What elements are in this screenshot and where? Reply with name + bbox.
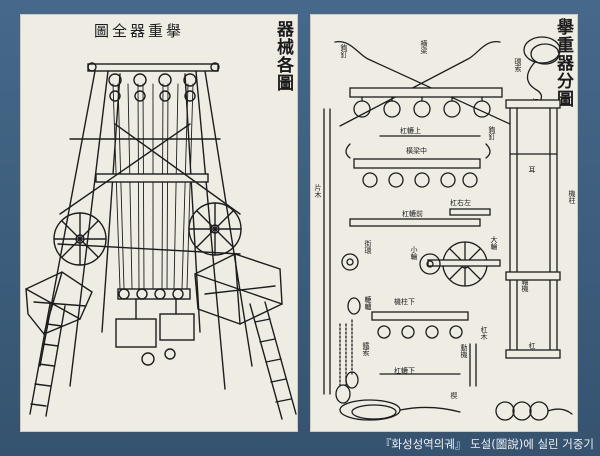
- label-rope-lower: 杠轆下: [394, 367, 415, 375]
- crane-parts-drawing: [323, 36, 573, 421]
- label-side-post: 機柱: [568, 190, 576, 204]
- label-bottom: 楔: [450, 392, 458, 399]
- label-frame-leg: 軸機: [521, 278, 529, 292]
- label-crossbar-upper: 杠轆上: [400, 127, 421, 135]
- label-post-bottom: 杠木: [480, 326, 488, 340]
- label-wheel: 大輪: [490, 236, 498, 250]
- label-crossbar: 横梁: [420, 40, 428, 54]
- label-small-wheel: 小輪: [410, 246, 418, 260]
- crane-parts-panel: 擧重器分圖 環索 鉤釘 横梁 杠轆上 橫梁中 鉤釘 片木 杠轆前 杠右左 杠 機…: [310, 14, 578, 432]
- label-rope-coil: 街環: [364, 240, 372, 254]
- left-horizontal-title: 圖全器重擧: [94, 22, 185, 40]
- label-sling: 機柱下: [394, 298, 415, 306]
- label-upper-beam: 杠轆前: [402, 210, 423, 218]
- label-ring-rope: 環索: [514, 58, 522, 72]
- label-pulley: 轆轤: [364, 296, 372, 310]
- label-pillar: 耳: [528, 166, 536, 173]
- label-iron-rope: 鐵索: [362, 342, 370, 356]
- left-vertical-title: 器械各圖: [273, 20, 293, 92]
- label-post-feet: 杠夾: [528, 342, 536, 356]
- label-hook-right: 鉤釘: [488, 126, 496, 140]
- assembled-crane-drawing: [25, 62, 297, 420]
- label-tripod-left: 片木: [314, 184, 322, 198]
- label-crossbar-middle: 橫梁中: [406, 147, 427, 155]
- right-vertical-title: 擧重器分圖: [553, 18, 573, 108]
- assembled-crane-panel: 器械各圖 圖全器重擧: [20, 14, 298, 432]
- label-hanger: 動機: [460, 344, 468, 358]
- label-mid-beam: 杠右左: [450, 199, 471, 207]
- exhibit-caption: 『화성성역의궤』 도설(圖說)에 실린 거중기: [379, 437, 594, 451]
- label-hook: 鉤釘: [340, 44, 348, 58]
